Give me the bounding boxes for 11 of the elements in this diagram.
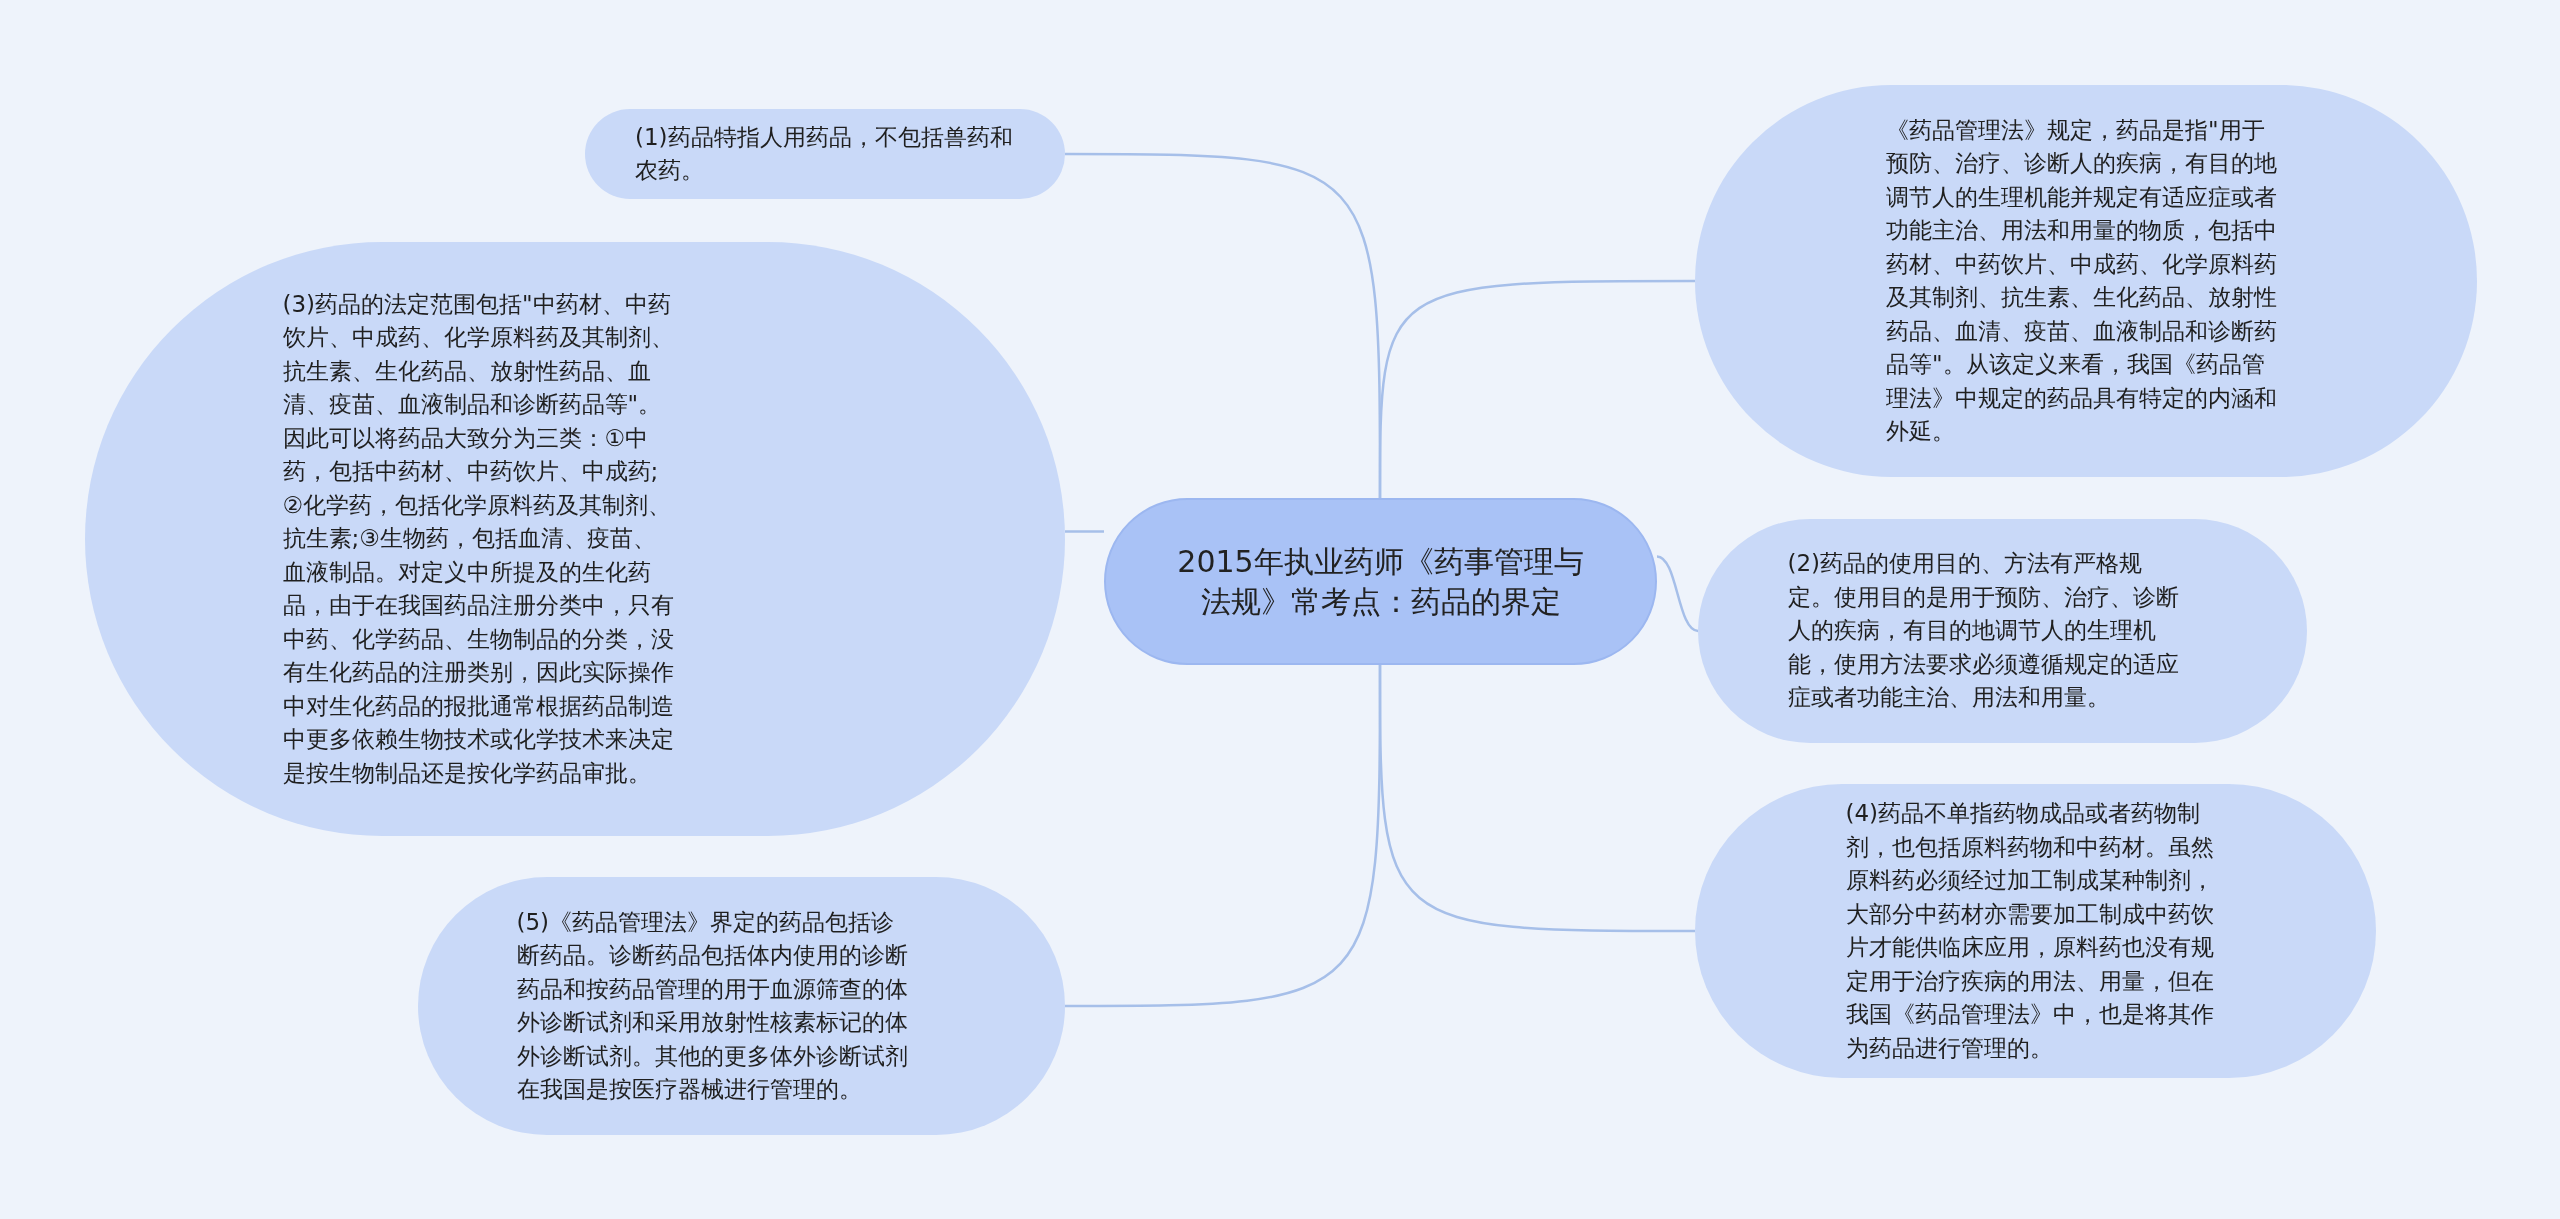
topic-text: (3)药品的法定范围包括"中药材、中药饮片、中成药、化学原料药及其制剂、抗生素、生化药品、放射性药品、血清、疫苗、血液制品和诊断药品等"。因此可以将药品大致分为三类：①中药，包括中药材、中药饮片、中成药;②化学药，包括化学原料药及其制剂、抗生素;③生物药，包括血清、疫苗、血液制品。对定义中所提及的生化药品，由于在我国药品注册分类中，只有中药、化学药品、生物制品的分类，没有生化药品的注册类别，因此实际操作中对生化药品的报批通常根据药品制造中更多依赖生物技术或化学技术来决定是按生物制品还是按化学药品审批。	[282, 289, 675, 788]
topic-text: (5)《药品管理法》界定的药品包括诊断药品。诊断药品包括体内使用的诊断药品和按药品管理的用于血源筛查的体外诊断试剂和采用放射性核素标记的体外诊断试剂。其他的更多体外诊断试剂在我国是按医疗器械进行管理的。	[516, 907, 909, 1104]
topic-text: (1)药品特指人用药品，不包括兽药和农药。	[635, 122, 1014, 185]
connector-line	[1378, 665, 1695, 933]
topic-text: (2)药品的使用目的、方法有严格规定。使用目的是用于预防、治疗、诊断人的疾病，有目的地调节人的生理机能，使用方法要求必须遵循规定的适应症或者功能主治、用法和用量。	[1787, 549, 2180, 713]
topic-title: 2015年执业药师《药事管理与法规》常考点：药品的界定	[1176, 542, 1585, 621]
topic-text: 《药品管理法》规定，药品是指"用于预防、治疗、诊断人的疾病，有目的地调节人的生理机能并规定有适应症或者功能主治、用法和用量的物质，包括中药材、中药饮片、中成药、化学原料药及其制剂、抗生素、生化药品、放射性药品、血清、疫苗、血液制品和诊断药品等"。从该定义来看，我国《药品管理法》中规定的药品具有特定的内涵和外延。	[1886, 115, 2278, 446]
connector-line	[1065, 530, 1104, 533]
topic-text: (4)药品不单指药物成品或者药物制剂，也包括原料药物和中药材。虽然原料药必须经过加工制成某种制剂，大部分中药材亦需要加工制成中药饮片才能供临床应用，原料药也没有规定用于治疗疾病的用法、用量，但在我国《药品管理法》中，也是将其作为药品进行管理的。	[1845, 799, 2215, 1063]
connector-line	[1378, 279, 1695, 498]
connector-line	[1656, 555, 1699, 633]
